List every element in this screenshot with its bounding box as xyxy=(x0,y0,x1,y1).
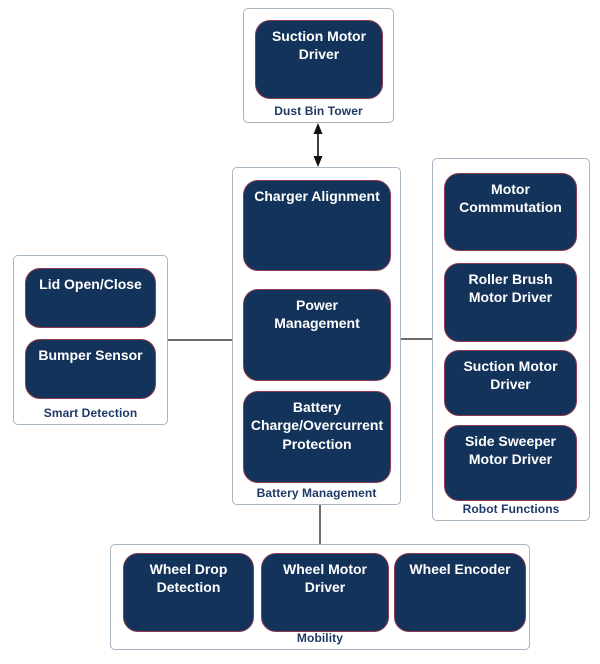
group-mobility: Wheel Drop Detection Wheel Motor Driver … xyxy=(110,544,530,650)
connector-smart-detection-battery xyxy=(168,339,232,341)
node-suction-motor-driver-robot: Suction Motor Driver xyxy=(444,350,577,416)
group-label-battery-management: Battery Management xyxy=(256,486,377,500)
group-battery-management: Charger Alignment Power Management Batte… xyxy=(232,167,401,505)
double-arrow-connector xyxy=(311,123,325,167)
node-power-management: Power Management xyxy=(243,289,391,381)
group-robot-functions: Motor Commmutation Roller Brush Motor Dr… xyxy=(432,158,590,521)
node-roller-brush-motor-driver: Roller Brush Motor Driver xyxy=(444,263,577,342)
group-label-dust-bin-tower: Dust Bin Tower xyxy=(274,104,363,118)
group-smart-detection: Lid Open/Close Bumper Sensor Smart Detec… xyxy=(13,255,168,425)
node-charger-alignment: Charger Alignment xyxy=(243,180,391,271)
node-side-sweeper-motor-driver: Side Sweeper Motor Driver xyxy=(444,425,577,501)
node-lid-open-close: Lid Open/Close xyxy=(25,268,156,328)
node-wheel-encoder: Wheel Encoder xyxy=(394,553,526,632)
group-label-smart-detection: Smart Detection xyxy=(43,406,138,420)
connector-battery-robot-functions xyxy=(401,338,432,340)
group-label-robot-functions: Robot Functions xyxy=(462,502,560,516)
node-battery-charge-overcurrent-protection: Battery Charge/Overcurrent Protection xyxy=(243,391,391,483)
group-dust-bin-tower: Suction Motor Driver Dust Bin Tower xyxy=(243,8,394,123)
connector-battery-mobility xyxy=(319,505,321,544)
double-arrow-icon xyxy=(313,123,323,167)
node-bumper-sensor: Bumper Sensor xyxy=(25,339,156,399)
node-wheel-drop-detection: Wheel Drop Detection xyxy=(123,553,254,632)
node-wheel-motor-driver: Wheel Motor Driver xyxy=(261,553,389,632)
node-motor-commutation: Motor Commmutation xyxy=(444,173,577,251)
group-label-mobility: Mobility xyxy=(296,631,344,645)
node-suction-motor-driver-dust: Suction Motor Driver xyxy=(255,20,383,99)
